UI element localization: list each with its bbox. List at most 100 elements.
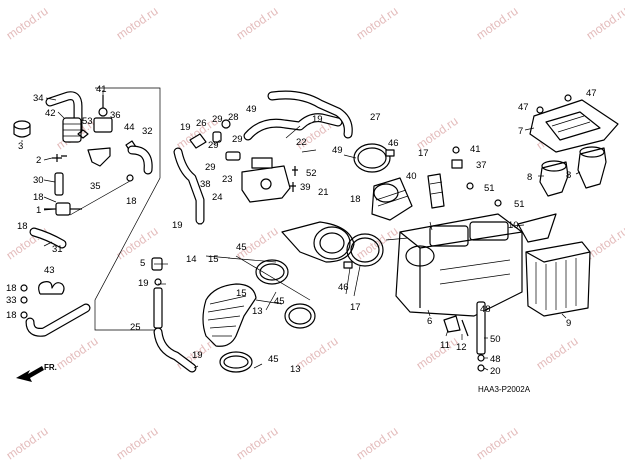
label-35: 35 <box>90 181 101 192</box>
label-44: 44 <box>124 122 135 133</box>
label-19: 19 <box>138 278 149 289</box>
label-14: 14 <box>186 254 197 265</box>
part-13-clamp <box>284 303 316 329</box>
label-47: 47 <box>586 88 597 99</box>
label-8: 8 <box>527 172 532 183</box>
label-7: 7 <box>518 126 523 137</box>
label-3: 3 <box>18 141 23 152</box>
label-19: 19 <box>312 114 323 125</box>
label-46: 46 <box>338 282 349 293</box>
label-45: 45 <box>274 296 285 307</box>
part-31-hose <box>29 227 67 249</box>
part-24-hose <box>173 147 205 225</box>
part-17-clamp-lower <box>343 233 384 269</box>
label-13: 13 <box>252 306 263 317</box>
label-2: 2 <box>36 155 41 166</box>
label-18: 18 <box>17 221 28 232</box>
svg-text:motod.ru: motod.ru <box>354 424 401 463</box>
label-19: 19 <box>172 220 183 231</box>
part-1-tee-joint <box>44 202 82 216</box>
part-30-tube <box>54 172 64 196</box>
svg-text:motod.ru: motod.ru <box>534 334 581 373</box>
svg-text:motod.ru: motod.ru <box>354 4 401 43</box>
label-32: 32 <box>142 126 153 137</box>
part-2-fitting <box>52 154 67 162</box>
label-18: 18 <box>6 310 17 321</box>
label-33: 33 <box>6 295 17 306</box>
part-26-joint <box>189 133 207 149</box>
part-36-valve <box>93 95 113 133</box>
label-5: 5 <box>140 258 145 269</box>
label-37: 37 <box>476 160 487 171</box>
part-53-clip <box>77 129 89 139</box>
label-18: 18 <box>126 196 137 207</box>
part-3-cap <box>13 120 31 138</box>
part-37-grommet <box>451 159 463 169</box>
part-lower-left-hose <box>25 303 91 337</box>
part-21-valve <box>241 157 291 203</box>
label-53: 53 <box>82 116 93 127</box>
label-29: 29 <box>205 162 216 173</box>
part-number-labels: 34 41 36 42 53 3 44 32 2 35 30 18 1 18 1… <box>6 84 597 377</box>
label-23: 23 <box>222 174 233 185</box>
label-18: 18 <box>33 192 44 203</box>
svg-text:motod.ru: motod.ru <box>234 4 281 43</box>
part-13-connecting-tube <box>202 283 257 347</box>
label-19: 19 <box>192 350 203 361</box>
svg-text:motod.ru: motod.ru <box>114 424 161 463</box>
svg-text:motod.ru: motod.ru <box>414 114 461 153</box>
svg-text:motod.ru: motod.ru <box>294 334 341 373</box>
part-33-washer <box>20 296 28 304</box>
label-31: 31 <box>52 244 63 255</box>
label-26: 26 <box>196 118 207 129</box>
label-13: 13 <box>290 364 301 375</box>
part-8-funnel-a <box>539 160 569 197</box>
part-18-lower-a <box>20 284 28 292</box>
part-19-clip <box>154 278 162 286</box>
label-28: 28 <box>228 112 239 123</box>
part-42-canister <box>62 117 82 143</box>
label-43: 43 <box>44 265 55 276</box>
part-23-fitting <box>225 151 241 161</box>
part-7-cover <box>529 99 619 153</box>
svg-text:motod.ru: motod.ru <box>234 424 281 463</box>
label-9: 9 <box>566 318 571 329</box>
part-47-screw-b <box>536 106 544 114</box>
label-24: 24 <box>212 192 223 203</box>
label-17: 17 <box>350 302 361 313</box>
svg-text:motod.ru: motod.ru <box>584 4 625 43</box>
label-8: 8 <box>566 170 571 181</box>
label-48: 48 <box>490 354 501 365</box>
part-6-air-cleaner-case <box>395 213 523 317</box>
part-12-bolt <box>461 319 469 337</box>
diagram-code: HAA3-P2002A <box>478 385 531 394</box>
part-29-fitting <box>212 131 222 143</box>
group-divider <box>94 87 161 331</box>
part-13-clamp-bottom <box>219 351 253 373</box>
part-32-hose <box>127 145 153 175</box>
part-18-duct-rubber <box>371 177 413 221</box>
svg-text:motod.ru: motod.ru <box>414 334 461 373</box>
label-38: 38 <box>200 179 211 190</box>
part-47-screw-a <box>564 94 572 102</box>
label-17: 17 <box>418 148 429 159</box>
svg-text:FR.: FR. <box>44 363 57 372</box>
label-36: 36 <box>110 110 121 121</box>
label-50: 50 <box>490 334 501 345</box>
label-45: 45 <box>268 354 279 365</box>
label-46: 46 <box>388 138 399 149</box>
part-15-clamp <box>255 259 289 285</box>
part-11-bracket <box>443 315 461 333</box>
label-47: 47 <box>518 102 529 113</box>
part-35-bracket <box>87 147 111 167</box>
part-25-drain-tube <box>153 287 197 373</box>
part-52-bolt <box>292 166 298 176</box>
part-34-hose <box>45 91 83 135</box>
label-29: 29 <box>212 114 223 125</box>
leader-lines <box>21 90 581 371</box>
label-30: 30 <box>33 175 44 186</box>
svg-text:motod.ru: motod.ru <box>114 224 161 263</box>
label-22: 22 <box>296 137 307 148</box>
part-18-clamp <box>126 174 134 182</box>
